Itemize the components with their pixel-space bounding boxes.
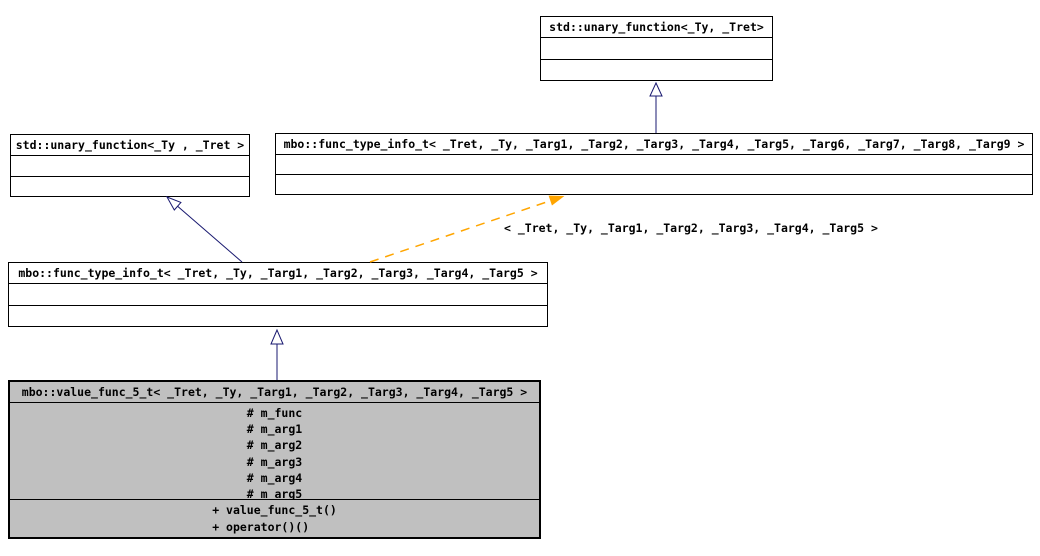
class-node-value-func-5-t-selected: mbo::value_func_5_t< _Tret, _Ty, _Targ1,…	[8, 380, 541, 539]
member-row: # m_arg4	[246, 470, 303, 485]
inheritance-edge	[649, 81, 663, 133]
class-title: std::unary_function<_Ty , _Tret >	[11, 135, 249, 156]
method-row: + value_func_5_t()	[212, 503, 337, 518]
attributes-compartment: # m_func # m_arg1 # m_arg2 # m_arg3 # m_…	[10, 403, 539, 501]
class-title: mbo::func_type_info_t< _Tret, _Ty, _Targ…	[276, 134, 1032, 155]
class-node-std-unary-function-top[interactable]: std::unary_function<_Ty, _Tret>	[540, 16, 773, 81]
member-row: # m_arg2	[246, 438, 303, 453]
member-row: # m_arg3	[246, 454, 303, 469]
methods-compartment-empty	[276, 175, 1032, 194]
class-title: mbo::func_type_info_t< _Tret, _Ty, _Targ…	[9, 263, 547, 284]
class-node-func-type-info-t-5[interactable]: mbo::func_type_info_t< _Tret, _Ty, _Targ…	[8, 262, 548, 327]
methods-compartment-empty	[9, 306, 547, 327]
attributes-compartment-empty	[9, 284, 547, 306]
methods-compartment: + value_func_5_t() + operator()()	[10, 500, 539, 537]
inheritance-edge	[165, 196, 243, 263]
attributes-compartment-empty	[11, 156, 249, 177]
methods-compartment-empty	[541, 60, 772, 81]
member-row: # m_arg1	[246, 422, 303, 437]
attributes-compartment-empty	[541, 38, 772, 60]
class-node-std-unary-function-left[interactable]: std::unary_function<_Ty , _Tret >	[10, 134, 250, 197]
class-title: mbo::value_func_5_t< _Tret, _Ty, _Targ1,…	[10, 382, 539, 403]
template-instantiation-label: < _Tret, _Ty, _Targ1, _Targ2, _Targ3, _T…	[504, 221, 878, 235]
methods-compartment-empty	[11, 177, 249, 197]
member-row: # m_arg5	[246, 487, 303, 501]
inheritance-edge	[270, 328, 284, 380]
member-row: # m_func	[246, 406, 303, 420]
class-title: std::unary_function<_Ty, _Tret>	[541, 17, 772, 38]
attributes-compartment-empty	[276, 155, 1032, 175]
method-row: + operator()()	[212, 520, 310, 535]
class-node-func-type-info-t-9[interactable]: mbo::func_type_info_t< _Tret, _Ty, _Targ…	[275, 133, 1033, 195]
